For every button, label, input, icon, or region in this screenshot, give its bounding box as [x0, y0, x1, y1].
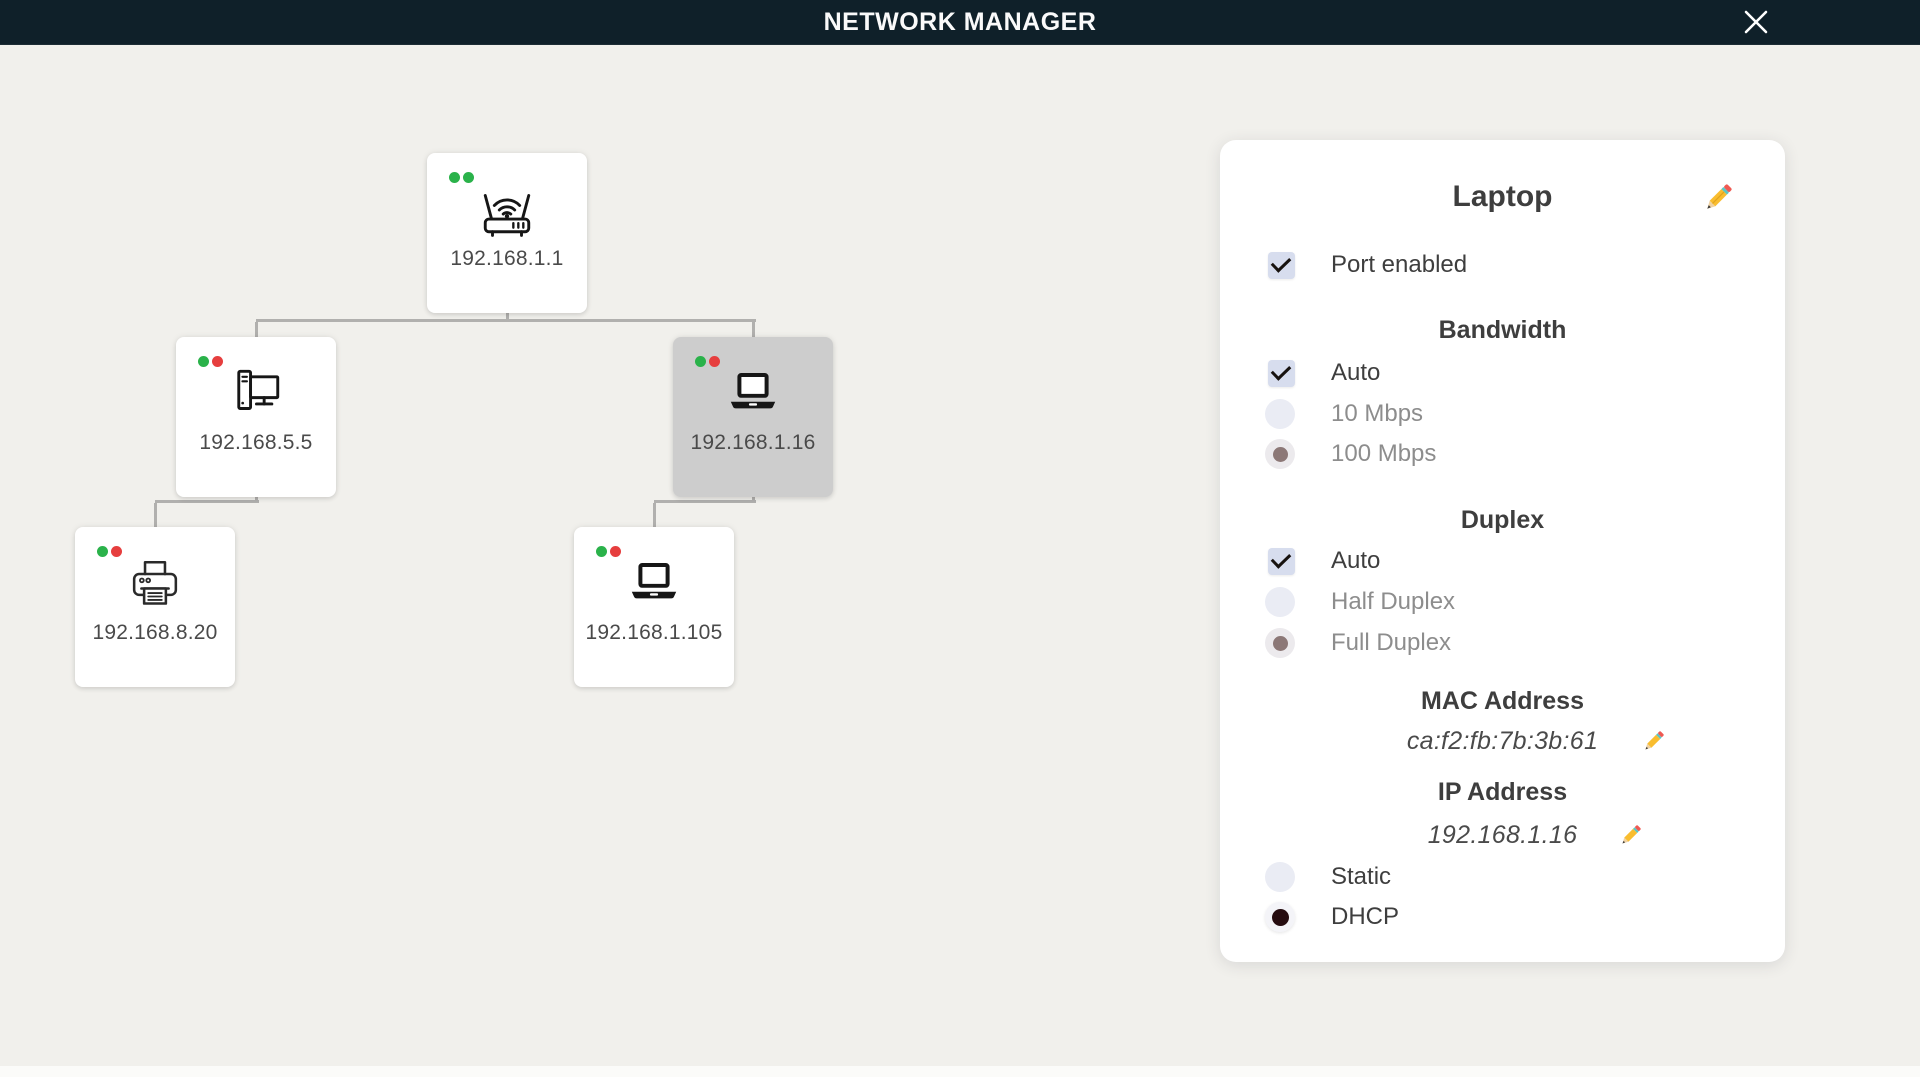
checkmark-icon [1270, 547, 1292, 569]
status-dots [97, 546, 122, 557]
app-header: NETWORK MANAGER [0, 0, 1920, 45]
ip-address-value: 192.168.1.16 [1427, 820, 1578, 849]
close-icon [1741, 7, 1771, 40]
device-node-printer[interactable]: 192.168.8.20 [75, 527, 235, 687]
duplex-half-label: Half Duplex [1331, 588, 1456, 615]
pencil-icon [1640, 731, 1667, 758]
edge-laptop-laptop2 [654, 500, 756, 503]
ip-dhcp-radio[interactable] [1265, 902, 1295, 932]
panel-title: Laptop [1452, 180, 1553, 213]
status-dots [695, 356, 720, 367]
status-dots [449, 172, 474, 183]
duplex-auto-checkbox[interactable] [1268, 547, 1295, 575]
device-node-router[interactable]: 192.168.1.1 [427, 153, 587, 313]
device-ip-label: 192.168.5.5 [199, 431, 313, 454]
bandwidth-auto-checkbox[interactable] [1268, 359, 1295, 387]
port-enabled-checkbox[interactable] [1268, 251, 1295, 279]
edge-laptop-laptop2 [652, 503, 656, 533]
pencil-icon [1617, 825, 1644, 852]
duplex-auto-row[interactable]: Auto [1220, 541, 1785, 581]
duplex-half-row[interactable]: Half Duplex [1220, 582, 1785, 622]
bandwidth-auto-row[interactable]: Auto [1220, 353, 1785, 393]
status-dot-red [709, 356, 720, 367]
bandwidth-100mbps-label: 100 Mbps [1331, 440, 1437, 467]
app-title: NETWORK MANAGER [823, 8, 1097, 36]
network-topology-canvas: 192.168.1.1 192.168.5.5 192.168.1.16 192… [0, 45, 1920, 1066]
ip-static-radio[interactable] [1265, 862, 1295, 892]
edge-laptop-laptop2 [751, 495, 755, 503]
status-dot-red [212, 356, 223, 367]
ip-static-row[interactable]: Static [1220, 857, 1785, 897]
edge-router-desktop [256, 319, 510, 322]
duplex-full-label: Full Duplex [1331, 629, 1452, 656]
checkmark-icon [1270, 251, 1292, 273]
edge-router-laptop [505, 311, 509, 322]
device-node-desktop[interactable]: 192.168.5.5 [176, 337, 336, 497]
edge-router-laptop [507, 319, 756, 322]
status-dot-red [111, 546, 122, 557]
device-ip-label: 192.168.1.16 [690, 431, 816, 454]
status-dot-green [695, 356, 706, 367]
edge-router-laptop [751, 322, 755, 343]
device-node-laptop[interactable]: 192.168.1.16 [673, 337, 833, 497]
edge-desktop-printer [254, 495, 258, 503]
status-dots [198, 356, 223, 367]
edge-desktop-printer [155, 500, 259, 503]
router-icon [427, 179, 587, 241]
mac-address-value: ca:f2:fb:7b:3b:61 [1406, 726, 1599, 755]
edit-ip-button[interactable] [1617, 822, 1644, 849]
edge-router-desktop [254, 322, 258, 343]
device-settings-panel: Laptop Port enabled Bandwidth Auto 10 Mb… [1220, 140, 1785, 962]
edge-desktop-printer [153, 503, 157, 533]
status-dot-red [610, 546, 621, 557]
duplex-half-radio[interactable] [1265, 587, 1295, 617]
laptop-icon [574, 553, 734, 615]
device-ip-label: 192.168.1.105 [585, 621, 723, 644]
laptop-icon [673, 363, 833, 425]
printer-icon [75, 553, 235, 615]
desktop-icon [176, 363, 336, 425]
status-dot-green [198, 356, 209, 367]
edit-mac-button[interactable] [1640, 728, 1667, 755]
mac-address-heading: MAC Address [1421, 686, 1584, 715]
duplex-full-radio[interactable] [1265, 628, 1295, 658]
bandwidth-heading: Bandwidth [1438, 315, 1567, 344]
status-dot-green [97, 546, 108, 557]
bandwidth-10mbps-row[interactable]: 10 Mbps [1220, 394, 1785, 434]
ip-dhcp-label: DHCP [1331, 903, 1400, 930]
bandwidth-10mbps-label: 10 Mbps [1331, 400, 1424, 427]
close-button[interactable] [1737, 4, 1775, 42]
bandwidth-100mbps-row[interactable]: 100 Mbps [1220, 434, 1785, 474]
bandwidth-10mbps-radio[interactable] [1265, 399, 1295, 429]
checkmark-icon [1270, 359, 1292, 381]
duplex-heading: Duplex [1460, 505, 1545, 534]
pencil-icon [1700, 184, 1736, 219]
status-dot-green [463, 172, 474, 183]
status-dot-green [596, 546, 607, 557]
device-node-laptop2[interactable]: 192.168.1.105 [574, 527, 734, 687]
device-ip-label: 192.168.8.20 [92, 621, 218, 644]
status-dot-green [449, 172, 460, 183]
ip-static-label: Static [1331, 863, 1392, 890]
bandwidth-100mbps-radio[interactable] [1265, 439, 1295, 469]
duplex-full-row[interactable]: Full Duplex [1220, 623, 1785, 663]
status-dots [596, 546, 621, 557]
device-ip-label: 192.168.1.1 [450, 247, 564, 270]
port-enabled-row[interactable]: Port enabled [1220, 245, 1785, 285]
ip-address-heading: IP Address [1437, 777, 1568, 806]
bandwidth-auto-label: Auto [1331, 359, 1381, 386]
edit-name-button[interactable] [1700, 180, 1736, 216]
port-enabled-label: Port enabled [1331, 251, 1468, 278]
duplex-auto-label: Auto [1331, 547, 1381, 574]
bottom-strip [0, 1066, 1920, 1077]
ip-dhcp-row[interactable]: DHCP [1220, 897, 1785, 937]
